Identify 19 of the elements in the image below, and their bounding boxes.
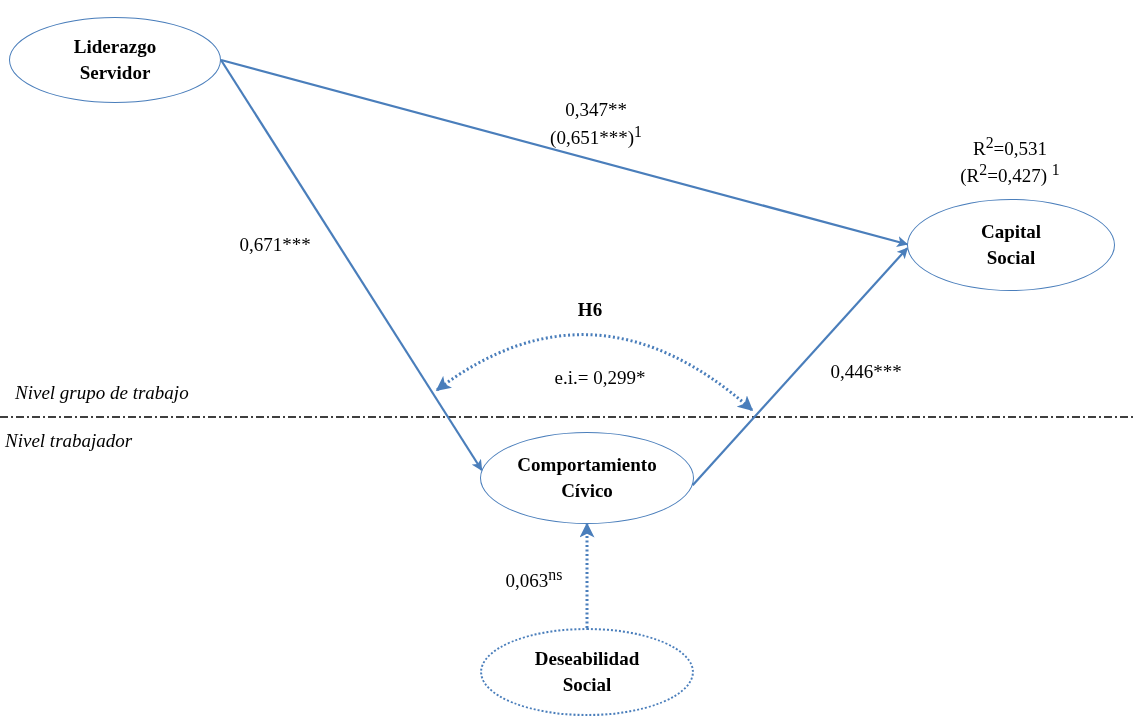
arrow [220, 58, 909, 247]
node-label: Comportamiento Cívico [516, 453, 658, 503]
level-label: Nivel grupo de trabajo [15, 381, 190, 405]
arrow [691, 247, 909, 486]
path-coefficient: 0,446*** [829, 360, 903, 384]
arrow [220, 59, 483, 471]
node-label: Deseabilidad Social [533, 647, 641, 697]
r-squared-label: (R$^{2}$=0,427) $^{1}$ [959, 160, 1061, 189]
path-coefficient: 0,347** (0,651***)$^{1}$ [549, 98, 643, 150]
level-label: Nivel trabajador [5, 429, 134, 453]
path-coefficient: 0,063$^{ns}$ [504, 565, 564, 594]
hypothesis-label: H6 [576, 298, 604, 322]
effect-label: e.i.= 0,299* [553, 366, 647, 390]
node-label: Liderazgo Servidor [72, 35, 158, 85]
node-label: Capital Social [979, 220, 1043, 270]
ellipse-node [480, 628, 694, 716]
arrow [579, 522, 595, 628]
path-coefficient: 0,671*** [238, 233, 312, 257]
r-squared-label: R$^{2}$=0,531 [971, 133, 1049, 162]
